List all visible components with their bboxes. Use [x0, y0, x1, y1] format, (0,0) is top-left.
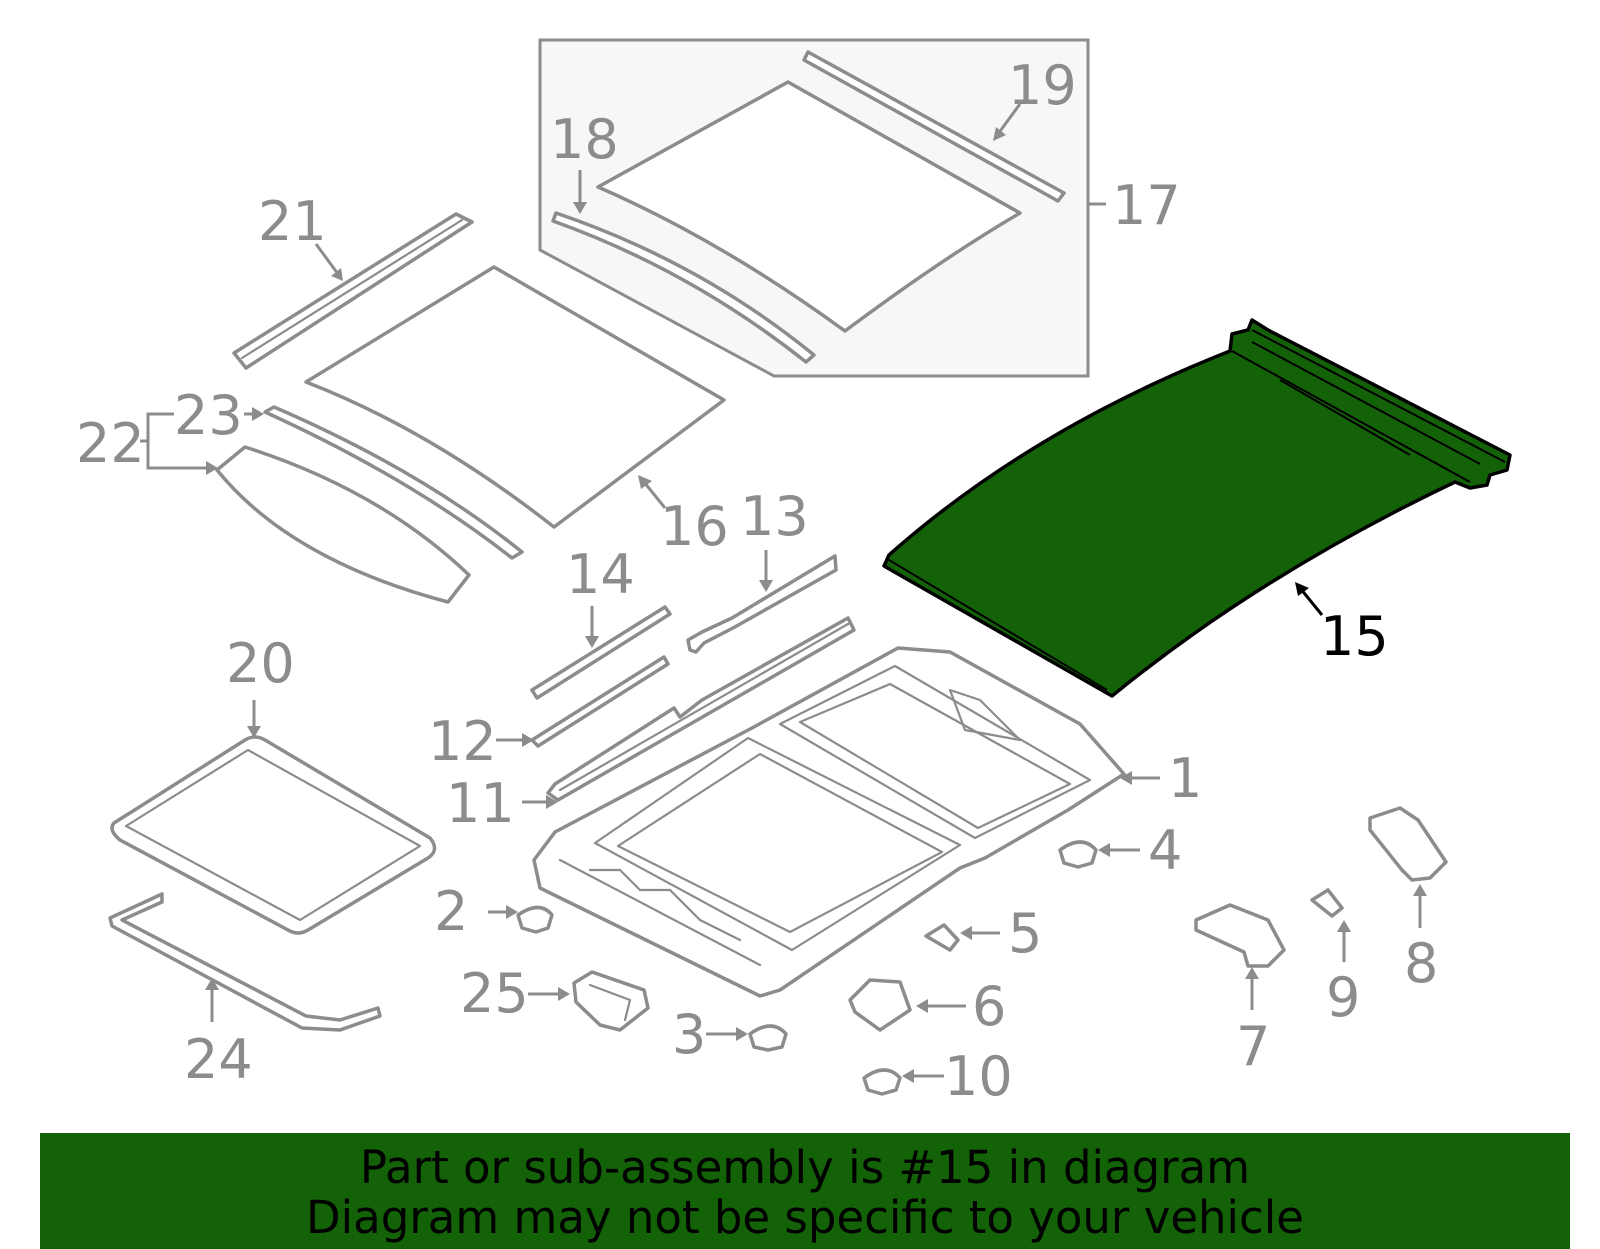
part-10-clip — [862, 1068, 902, 1096]
part-11-rail — [546, 616, 856, 802]
callout-20: 20 — [226, 632, 295, 695]
part-24-trim — [108, 892, 382, 1032]
part-3-clip — [748, 1024, 788, 1052]
callout-9: 9 — [1326, 966, 1360, 1029]
callout-17: 17 — [1112, 174, 1181, 237]
part-20-seal-ring — [110, 735, 437, 935]
part-19-seal-strip — [802, 50, 1066, 203]
part-9-bolt — [1310, 888, 1344, 918]
part-22-panel — [215, 445, 471, 604]
callout-6: 6 — [972, 975, 1006, 1038]
callout-2: 2 — [434, 880, 468, 943]
part-1-roof-frame — [532, 646, 1126, 998]
part-16-glass-panel — [304, 265, 726, 529]
part-12-strip — [530, 655, 670, 748]
callout-1: 1 — [1168, 747, 1202, 810]
callout-14: 14 — [566, 543, 635, 606]
part-17-glass-panel — [596, 80, 1022, 333]
callout-labels: 1 2 3 4 5 6 7 8 9 10 11 12 13 14 15 16 1… — [76, 54, 1438, 1108]
callout-7: 7 — [1236, 1015, 1270, 1078]
callout-8: 8 — [1404, 932, 1438, 995]
part-21-seal-strip — [232, 212, 474, 370]
part-7-bracket — [1194, 903, 1286, 968]
callout-24: 24 — [184, 1028, 253, 1091]
part-5-bolt — [924, 923, 960, 952]
part-18-seal-strip — [551, 211, 816, 364]
part-25-connector — [572, 970, 650, 1032]
part-2-clip — [516, 905, 554, 934]
callout-23: 23 — [174, 384, 243, 447]
part-8-bracket — [1368, 806, 1448, 882]
callout-25: 25 — [460, 962, 529, 1025]
part-13-rail — [686, 554, 838, 654]
part-23-seal-strip — [263, 405, 524, 560]
part-4-clip — [1058, 840, 1098, 869]
callout-18: 18 — [550, 108, 619, 171]
callout-12: 12 — [428, 710, 497, 773]
callout-11: 11 — [446, 772, 515, 835]
callout-22: 22 — [76, 412, 145, 475]
callout-21: 21 — [258, 190, 327, 253]
part-notice-banner: Part or sub-assembly is #15 in diagram D… — [40, 1133, 1570, 1249]
callout-15-highlighted: 15 — [1320, 605, 1389, 668]
callout-5: 5 — [1008, 902, 1042, 965]
part-14-strip — [530, 605, 672, 700]
leader-lines — [140, 103, 1427, 1083]
callout-13: 13 — [740, 485, 809, 548]
banner-line-part-number: Part or sub-assembly is #15 in diagram — [359, 1141, 1251, 1194]
part-6-bracket — [848, 978, 912, 1032]
banner-line-disclaimer: Diagram may not be specific to your vehi… — [306, 1191, 1304, 1244]
callout-3: 3 — [672, 1003, 706, 1066]
callout-10: 10 — [944, 1045, 1013, 1108]
part-15-sunshade-highlighted — [882, 318, 1512, 698]
callout-19: 19 — [1008, 54, 1077, 117]
callout-16: 16 — [660, 495, 729, 558]
callout-4: 4 — [1148, 819, 1182, 882]
